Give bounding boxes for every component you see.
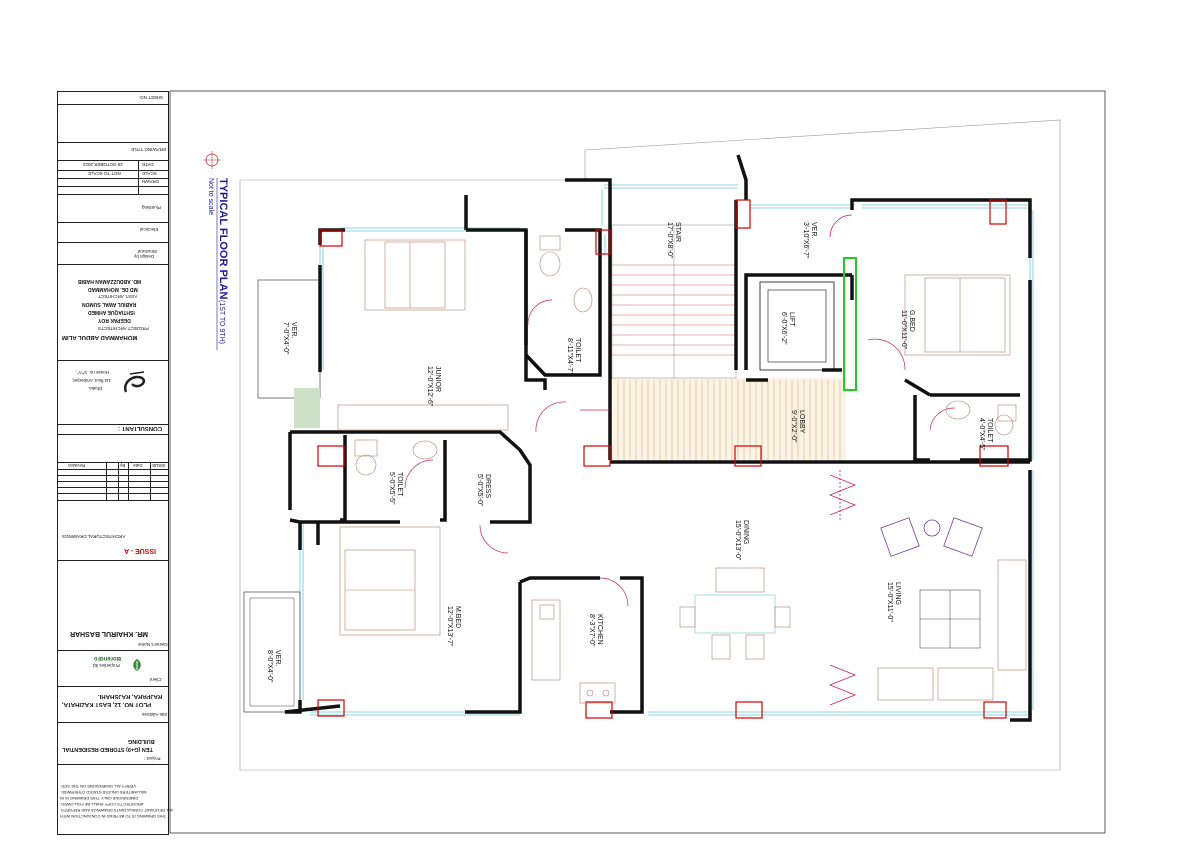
room-label-lift: LIFT6'-0"X6'-2"	[780, 312, 795, 345]
room-size-lift: 6'-0"X6'-2"	[780, 312, 787, 345]
title-block: SHEET NO. DRAWING TITLE : DATE 29 OCTOBE…	[57, 91, 173, 835]
room-size-lobby: 9'-0"X2'-0"	[790, 410, 797, 443]
room-size-stair: 17'-0"X8'-0"	[666, 222, 673, 259]
room-label-lobby: LOBBY9'-0"X2'-0"	[790, 410, 805, 443]
room-name-dining: DINING	[742, 520, 749, 545]
room-label-toilet-3: TOILET5'-0"X5'-5"	[388, 472, 403, 505]
room-label-toilet-1: TOILET8'-11"X4'-7"	[566, 338, 581, 374]
room-label-toilet-2: TOILET4'-0"X4'-5"	[978, 418, 993, 451]
consultant-logo-icon	[123, 371, 146, 393]
room-name-gbed: G.BED	[908, 310, 915, 332]
room-name-stair: STAIR	[674, 222, 681, 242]
client-logo-icon	[133, 659, 141, 671]
plan-title-group: TYPICAL FLOOR PLAN (1ST TO 9TH) Not to s…	[203, 151, 229, 350]
room-labels: STAIR17'-0"X8'-0" VER.3'-10"X6'-7" LIFT6…	[266, 222, 993, 683]
room-label-gbed: G.BED11'-0"X11'-0"	[900, 310, 915, 350]
room-label-stair: STAIR17'-0"X8'-0"	[666, 222, 681, 259]
sliding-doors	[828, 470, 857, 706]
room-name-kitchen: KITCHEN	[596, 614, 603, 645]
room-name-ver-left: VER.	[290, 322, 297, 338]
columns	[317, 199, 1009, 719]
room-label-kitchen: KITCHEN8'-3"X7'-0"	[588, 614, 603, 647]
room-size-living: 15'-0"X11'-0"	[886, 582, 893, 622]
room-name-mbed: M.BED	[454, 606, 461, 628]
room-size-ver-left: 7'-0"X4'-0"	[282, 322, 289, 355]
room-size-ver-top: 3'-10"X6'-7"	[802, 222, 809, 259]
room-name-ver-bottom: VER.	[274, 650, 281, 666]
room-size-mbed: 12'-0"X13'-7"	[446, 606, 453, 647]
room-label-living: LIVING15'-0"X11'-0"	[886, 582, 901, 622]
room-label-mbed: M.BED12'-0"X13'-7"	[446, 606, 461, 647]
lift-car	[759, 281, 835, 371]
garden-patch	[294, 388, 320, 428]
room-size-toilet-3: 5'-0"X5'-5"	[388, 472, 395, 505]
room-size-kitchen: 8'-3"X7'-0"	[588, 614, 595, 647]
room-label-ver-top: VER.3'-10"X6'-7"	[802, 222, 817, 259]
room-name-toilet-1: TOILET	[574, 338, 581, 363]
room-size-gbed: 11'-0"X11'-0"	[900, 310, 907, 350]
room-label-ver-left: VER.7'-0"X4'-0"	[282, 322, 297, 355]
room-label-dining: DINING15'-0"X13'-0"	[734, 520, 749, 561]
room-size-toilet-1: 8'-11"X4'-7"	[566, 338, 573, 374]
room-name-lift: LIFT	[788, 312, 795, 327]
plan-title-suffix: (1ST TO 9TH)	[218, 300, 225, 344]
doors	[404, 214, 956, 607]
furniture	[337, 239, 1027, 704]
toilet-fixtures	[354, 235, 1017, 476]
room-name-toilet-2: TOILET	[986, 418, 993, 443]
room-name-lobby: LOBBY	[798, 410, 805, 434]
living-chairs	[880, 517, 983, 557]
room-label-dress: DRESS5'-0"X5'-0"	[476, 474, 491, 507]
room-label-ver-bottom: VER.8'-0"X4'-0"	[266, 650, 281, 683]
lobby-floor-hatch	[612, 378, 846, 460]
room-size-toilet-2: 4'-0"X4'-5"	[978, 418, 985, 451]
room-size-dining: 15'-0"X13'-0"	[734, 520, 741, 561]
plan-subtitle: Not to scale	[207, 178, 214, 215]
room-size-junior: 12'-0"X12'-6"	[426, 366, 433, 407]
room-size-dress: 5'-0"X5'-0"	[476, 474, 483, 507]
room-label-junior: JUNIOR12'-0"X12'-6"	[426, 366, 441, 407]
room-name-dress: DRESS	[484, 474, 491, 498]
room-name-toilet-3: TOILET	[396, 472, 403, 497]
room-name-ver-top: VER.	[810, 222, 817, 238]
sheet-border	[169, 90, 1106, 834]
room-size-ver-bottom: 8'-0"X4'-0"	[266, 650, 273, 683]
plan-title: TYPICAL FLOOR PLAN	[217, 178, 229, 299]
room-name-living: LIVING	[894, 582, 901, 605]
lift-door	[843, 257, 857, 391]
room-name-junior: JUNIOR	[434, 366, 441, 392]
verandas	[243, 279, 321, 713]
stair-treads	[611, 224, 737, 379]
